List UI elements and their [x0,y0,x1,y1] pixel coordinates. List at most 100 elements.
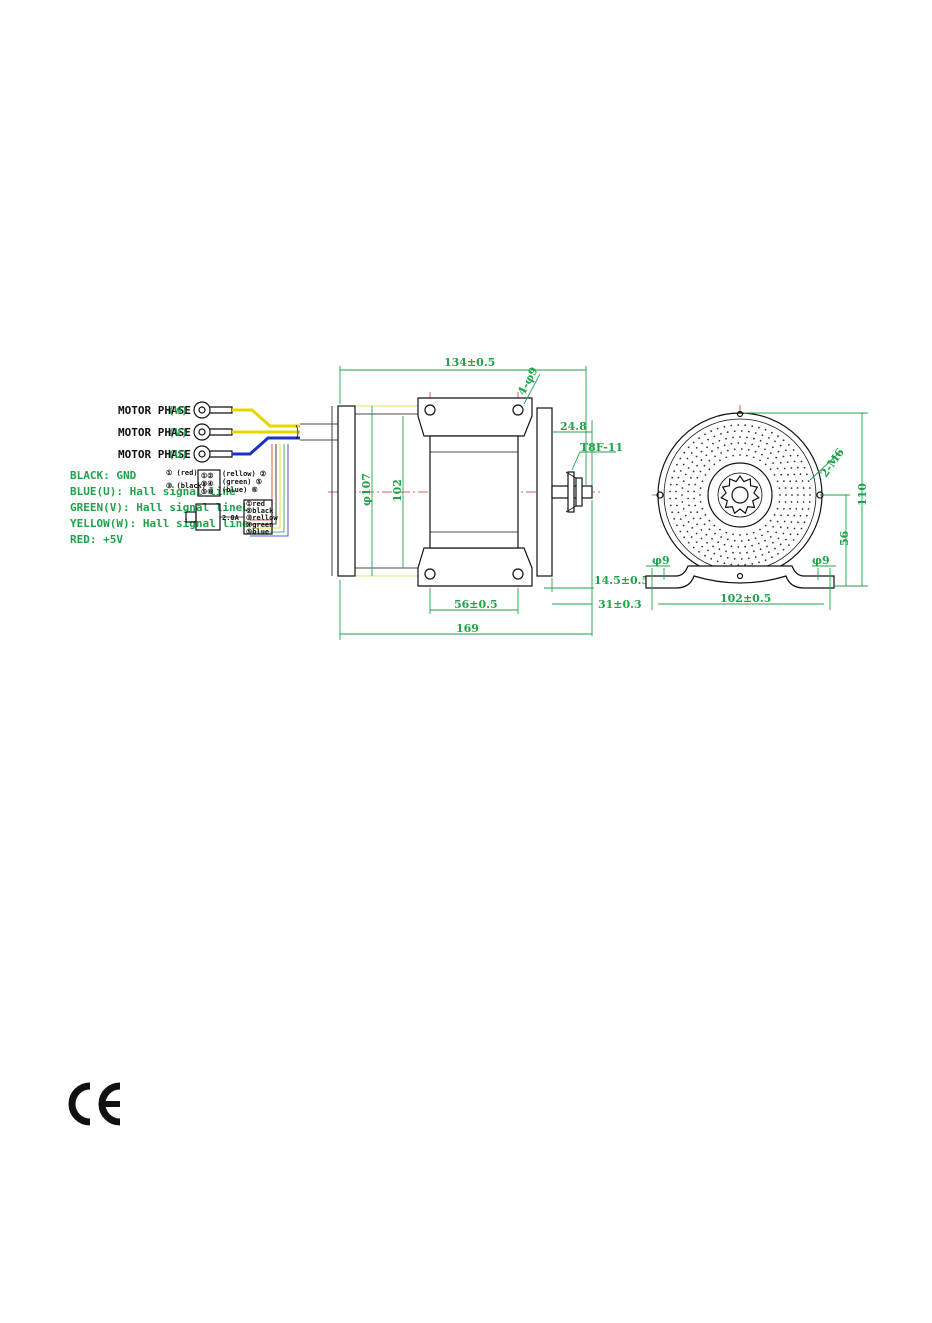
vent-dot [752,531,755,534]
vent-dot [695,447,698,449]
vent-dot [774,440,776,443]
vent-dot [758,561,760,564]
vent-dot [716,427,719,430]
vent-dot [718,548,721,551]
vent-dot [681,487,684,489]
svg-text:(blue) ⑥: (blue) ⑥ [222,486,258,494]
vent-dot [802,501,805,503]
vent-dot [751,443,753,446]
vent-dot [746,551,748,554]
vent-dot [726,556,729,559]
vent-dot [753,550,755,553]
vent-dot [677,476,680,479]
svg-text:①②: ①② [201,472,214,480]
vent-dot [772,526,774,528]
vent-dot [711,537,713,540]
vent-dot [788,544,790,546]
vent-dot [699,470,702,473]
vent-dot [716,560,719,563]
vent-dot [717,541,719,544]
vent-dot [747,448,750,451]
vent-dot [704,514,707,516]
dim-height-total: 110 [856,483,869,506]
vent-dot [761,554,764,556]
vent-dot [779,543,782,546]
sprocket-icon [720,474,760,515]
vent-dot [719,459,721,462]
label-motor-phase-w: MOTOR PHASE [118,404,191,417]
vent-dot [746,436,748,439]
vent-dot [751,544,753,547]
vent-dot [691,461,694,463]
vent-dot [681,501,684,503]
vent-dot [692,470,695,473]
vent-dot [737,564,740,566]
vent-dot [759,548,762,551]
vent-dot [780,473,783,476]
label-green-hall: GREEN(V): Hall signal lineL [70,501,249,514]
vent-dot [791,494,793,496]
vent-dot [790,467,793,469]
vent-dot [706,541,708,544]
vent-dot [779,444,782,447]
vent-dot [686,530,689,533]
vent-dot [732,454,734,457]
vent-dot [790,487,793,489]
vent-dot [767,457,769,460]
vent-dot [686,457,689,460]
vent-dot [782,455,785,458]
vent-dot [692,517,695,520]
vent-dot [766,442,768,445]
vent-dot [771,431,773,434]
vent-dot [679,530,682,533]
vent-dot [776,520,779,523]
vent-dot [779,526,782,529]
vent-dot [789,507,792,510]
vent-dot [712,545,714,548]
vent-dot [720,555,722,557]
vent-dot [754,537,757,540]
label-connector-rating: 2.8A [222,514,240,522]
vent-dot [779,494,781,496]
vent-dot [730,442,733,445]
vent-dot [690,452,693,454]
vent-dot [772,541,774,544]
vent-dot [677,511,680,514]
vent-dot [700,529,703,531]
vent-dot [764,463,767,466]
vent-dot [682,524,685,527]
vent-dot [739,552,741,554]
dim-shaft-to-flange: 14.5±0.5 [594,574,649,587]
vent-dot [775,531,778,534]
vent-dot [793,514,796,517]
svg-text:①red: ①red [246,500,265,508]
vent-dot [687,521,690,523]
svg-text:(rellow) ②: (rellow) ② [222,470,266,478]
vent-dot [711,450,713,453]
vent-dot [777,537,780,540]
dim-shaft-extension: 24.8 [560,420,587,433]
vent-dot [695,455,698,458]
svg-text:⑤⑥: ⑤⑥ [201,488,214,496]
vent-dot [695,532,698,535]
vent-dot [744,424,747,427]
vent-dot [801,480,804,482]
vent-dot [789,480,792,483]
vent-dot [676,463,678,466]
vent-dot [785,538,787,541]
vent-dot [669,497,671,500]
vent-dot [777,552,779,555]
vent-dot [788,444,790,446]
vent-dot [684,514,687,517]
vent-dot [792,449,795,451]
vent-dot [684,473,687,476]
vent-dot [699,494,701,496]
vent-dot [726,431,729,434]
vent-dot [669,483,672,486]
vent-dot [725,531,728,534]
vent-dot [704,474,707,476]
vent-dot [793,473,796,476]
vent-dot [710,557,713,560]
vent-dot [769,519,772,522]
vent-dot [799,473,802,476]
